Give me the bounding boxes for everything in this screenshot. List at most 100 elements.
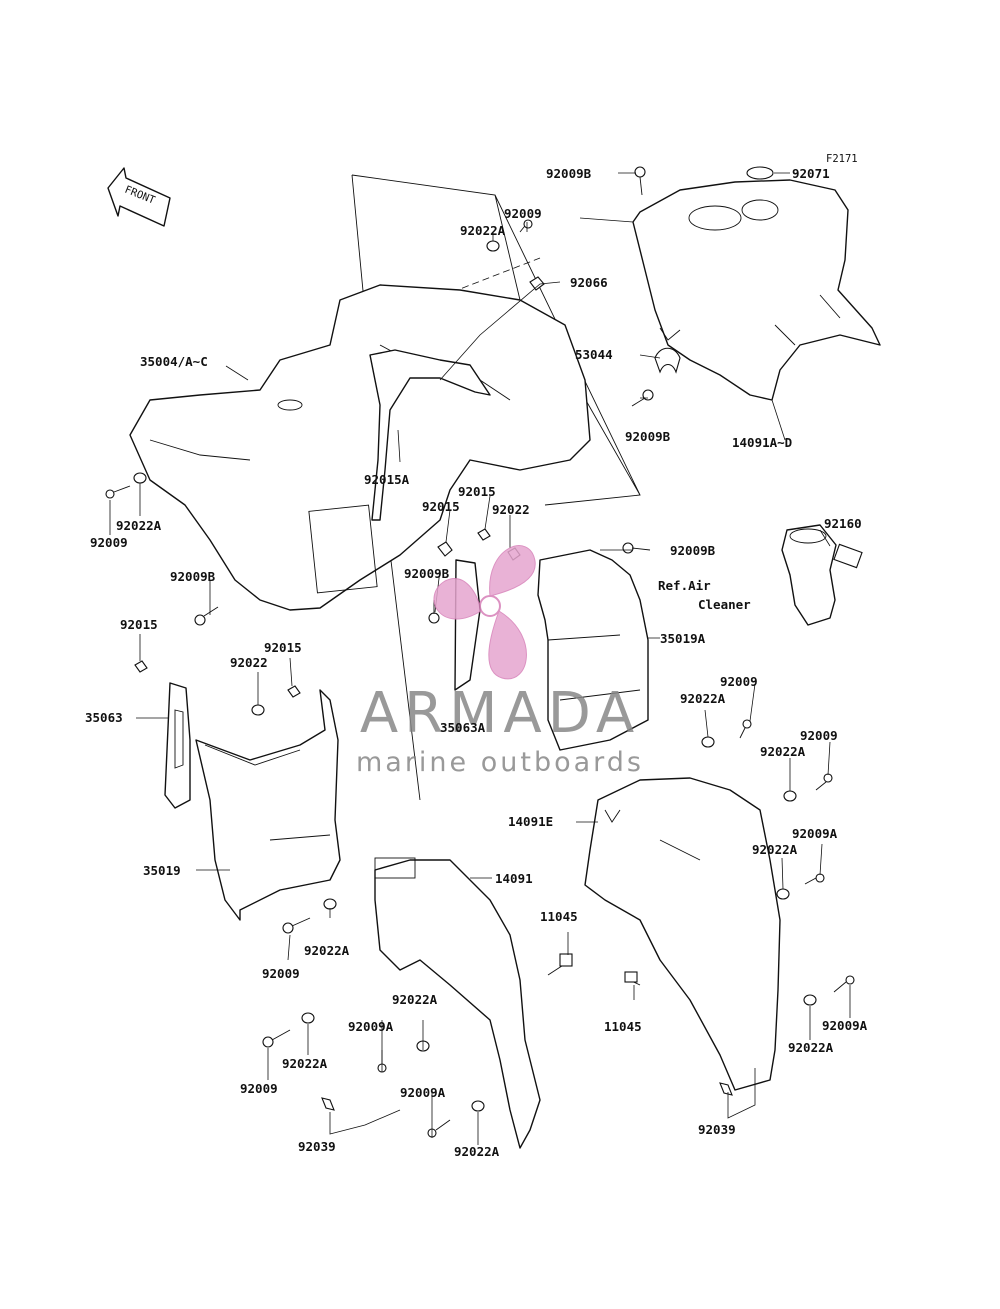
callout-92022A-h: 92022A xyxy=(788,1040,834,1055)
washer-icon xyxy=(701,736,715,748)
callout-35063A: 35063A xyxy=(440,720,486,735)
callout-92009A-a: 92009A xyxy=(792,826,838,841)
callout-92039-b: 92039 xyxy=(698,1122,736,1137)
clip-53044 xyxy=(654,347,681,374)
callout-35019: 35019 xyxy=(143,863,181,878)
bolt-icon xyxy=(105,485,131,499)
bolt-icon xyxy=(262,1029,291,1048)
callout-11045-a: 11045 xyxy=(540,909,578,924)
callout-92022A-b: 92022A xyxy=(116,518,162,533)
callout-92009-d: 92009 xyxy=(800,728,838,743)
leader-lines xyxy=(109,172,851,1145)
nut-icon xyxy=(477,528,491,541)
callout-35004: 35004/A~C xyxy=(140,354,208,369)
ref-label-line1: Ref.Air xyxy=(658,578,711,593)
nut-icon xyxy=(134,660,148,673)
bolt-icon xyxy=(631,389,654,407)
callout-92009B-d: 92009B xyxy=(670,543,716,558)
propeller-logo-icon xyxy=(433,545,536,680)
bolt-icon xyxy=(833,975,855,993)
bolt-icon xyxy=(804,873,825,885)
bolt-icon xyxy=(624,971,641,986)
callout-53044: 53044 xyxy=(575,347,613,362)
callout-92160: 92160 xyxy=(824,516,862,531)
callout-92009-f: 92009 xyxy=(240,1081,278,1096)
side-plate-35063 xyxy=(164,682,191,809)
callout-92015A: 92015A xyxy=(364,472,410,487)
callout-92009-c: 92009 xyxy=(720,674,758,689)
callout-92022A-g: 92022A xyxy=(392,992,438,1007)
guard-35019 xyxy=(195,689,341,921)
bolt-icon xyxy=(427,1119,451,1138)
bolt-icon xyxy=(622,542,651,554)
callout-92009B-b: 92009B xyxy=(625,429,671,444)
nut-icon xyxy=(437,541,453,557)
bolt-icon xyxy=(519,219,533,233)
bolt-icon xyxy=(282,917,311,934)
callout-92022-a: 92022 xyxy=(492,502,530,517)
callout-35063: 35063 xyxy=(85,710,123,725)
bolt-icon xyxy=(739,719,752,739)
callout-92015-b: 92015 xyxy=(422,499,460,514)
callout-92039-a: 92039 xyxy=(298,1139,336,1154)
washer-icon xyxy=(471,1100,485,1112)
inner-fender-14091E xyxy=(584,777,781,1091)
front-direction-arrow: FRONT xyxy=(107,167,171,227)
washer-icon xyxy=(251,704,265,716)
nut-icon xyxy=(287,685,301,698)
callout-92009A-b: 92009A xyxy=(348,1019,394,1034)
bolt-icon xyxy=(428,600,440,624)
callout-92071: 92071 xyxy=(792,166,830,181)
callout-92009-a: 92009 xyxy=(504,206,542,221)
figure-code: F2171 xyxy=(826,153,858,165)
washer-icon xyxy=(301,1012,315,1024)
bolt-icon xyxy=(815,773,833,791)
inner-fender-14091 xyxy=(374,857,541,1149)
callout-92009B-top: 92009B xyxy=(546,166,592,181)
watermark-tagline: marine outboards xyxy=(356,747,644,778)
callout-92009-e: 92009 xyxy=(262,966,300,981)
callout-92009B-c: 92009B xyxy=(404,566,450,581)
callout-14091E: 14091E xyxy=(508,814,553,829)
bolt-icon xyxy=(547,953,573,976)
callout-92022-b: 92022 xyxy=(230,655,268,670)
pad-92160 xyxy=(833,543,863,569)
callout-92009-b: 92009 xyxy=(90,535,128,550)
rivet-icon xyxy=(321,1097,335,1111)
callout-11045-b: 11045 xyxy=(604,1019,642,1034)
part-callouts: 92009B 92071 92009 92022A 92066 35004/A~… xyxy=(85,166,868,1159)
guard-35019A xyxy=(537,549,649,751)
callout-92015-a: 92015 xyxy=(458,484,496,499)
callout-92015-d: 92015 xyxy=(264,640,302,655)
grommet-92071 xyxy=(746,166,774,180)
callout-92009B-e: 92009B xyxy=(170,569,216,584)
callout-92022A-i: 92022A xyxy=(282,1056,328,1071)
callout-92022A-f: 92022A xyxy=(304,943,350,958)
callout-92022A-c: 92022A xyxy=(680,691,726,706)
washer-icon xyxy=(133,472,147,484)
callout-14091AD: 14091A~D xyxy=(732,435,792,450)
washer-icon xyxy=(783,790,797,802)
callout-92022A-e: 92022A xyxy=(752,842,798,857)
callout-92009A-d: 92009A xyxy=(400,1085,446,1100)
callout-35019A: 35019A xyxy=(660,631,706,646)
callout-14091: 14091 xyxy=(495,871,533,886)
air-cleaner-duct xyxy=(781,524,863,626)
callout-92022A-a: 92022A xyxy=(460,223,506,238)
washer-icon xyxy=(486,240,500,252)
callout-92022A-j: 92022A xyxy=(454,1144,500,1159)
rivet-icon xyxy=(719,1082,733,1096)
watermark: ARMADA marine outboards xyxy=(356,545,644,778)
bolt-icon xyxy=(634,166,646,196)
bolt-icon xyxy=(194,606,219,626)
air-cleaner-cover xyxy=(632,179,881,401)
callout-92009A-c: 92009A xyxy=(822,1018,868,1033)
ref-label-line2: Cleaner xyxy=(698,597,751,612)
callout-92066: 92066 xyxy=(570,275,608,290)
washer-icon xyxy=(803,994,817,1006)
fender-stay xyxy=(369,349,491,521)
callout-92022A-d: 92022A xyxy=(760,744,806,759)
washer-icon xyxy=(776,888,790,900)
watermark-brand: ARMADA xyxy=(360,681,640,746)
